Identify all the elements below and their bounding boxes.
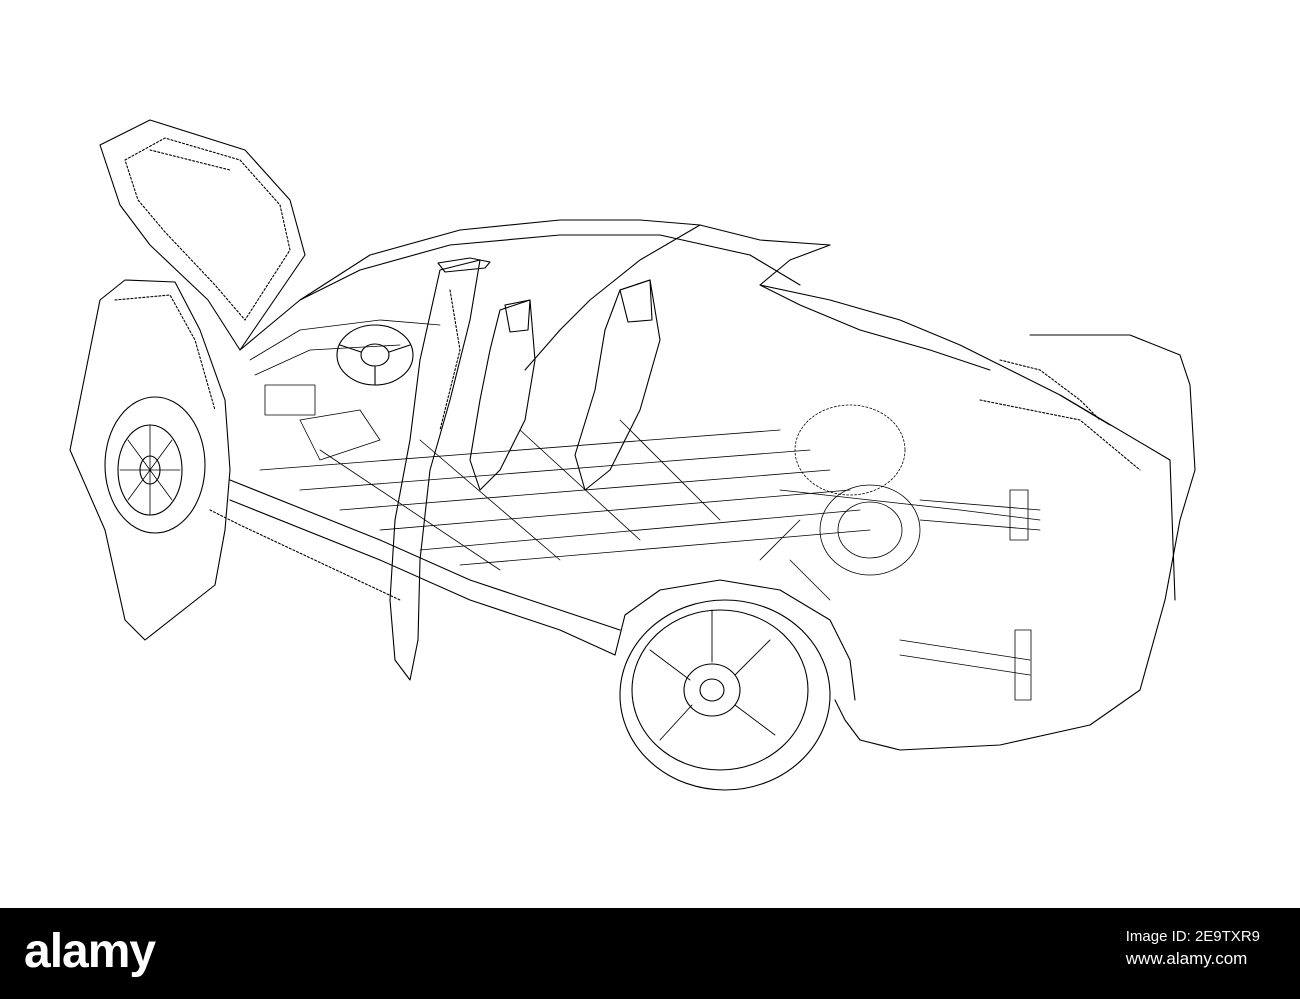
dashboard-outline: [249, 319, 441, 461]
front-door-outline: [69, 279, 231, 641]
rear-seat-outline: [574, 279, 661, 491]
roof-outline: [239, 219, 1111, 426]
watermark-footer-bar: alamy Image ID: 2E9TXR9 www.alamy.com: [0, 908, 1300, 999]
image-id-label: Image ID: 2E9TXR9: [1125, 928, 1260, 945]
rear-drivetrain-outline: [759, 404, 1041, 701]
rear-view-mirror-outline: [437, 257, 491, 273]
car-wireframe-illustration: [69, 119, 1196, 791]
car-wireframe-svg: [69, 119, 1196, 791]
hood-outline: [99, 119, 306, 351]
steering-wheel-outline: [336, 324, 414, 386]
side-sill-outline: [209, 479, 621, 656]
floor-pan-grid: [259, 419, 871, 571]
site-url: www.alamy.com: [1125, 949, 1248, 968]
rear-wheel-arch-outline: [614, 579, 856, 701]
rear-door-outline: [389, 259, 481, 681]
image-id-block: Image ID: 2E9TXR9 www.alamy.com: [1126, 926, 1260, 970]
rear-wheel-outline: [619, 599, 831, 791]
front-seat-outline: [469, 299, 536, 491]
trunk-outline: [834, 334, 1196, 751]
brand-logo: alamy: [24, 925, 156, 978]
front-wheel-outline: [104, 396, 206, 534]
